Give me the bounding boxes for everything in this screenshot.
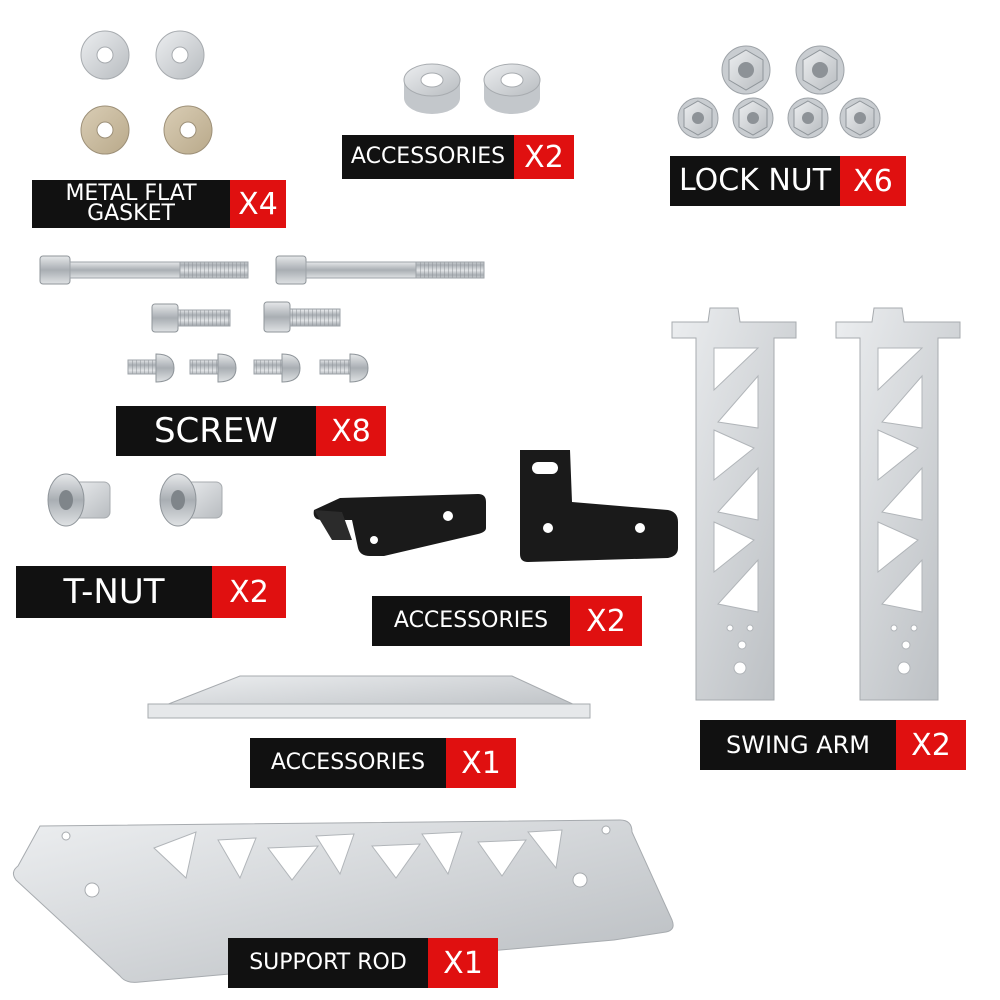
label-name: ACCESSORIES [342, 135, 514, 179]
label-name: T-NUT [16, 566, 212, 618]
metal-flat-gasket-label: METAL FLAT GASKET X4 [32, 180, 286, 228]
bolt-icon [127, 353, 175, 383]
bracket-icon [520, 450, 678, 562]
accessories-bracket-label: ACCESSORIES X2 [372, 596, 642, 646]
t-nut-icon [159, 473, 223, 527]
label-name-line2: GASKET [87, 201, 175, 226]
flange-nut-icon [787, 97, 829, 139]
spacer-icon [403, 63, 461, 114]
label-qty: X8 [316, 406, 386, 456]
accessories-spacer-label: ACCESSORIES X2 [342, 135, 574, 179]
t-nut-label: T-NUT X2 [16, 566, 286, 618]
t-nut-icon [47, 473, 111, 527]
flange-nut-icon [677, 97, 719, 139]
bracket-icon [313, 494, 486, 556]
bolt-icon [275, 255, 485, 285]
bolt-icon [319, 353, 369, 383]
label-name: SCREW [116, 406, 316, 456]
label-qty: X2 [212, 566, 286, 618]
bolt-icon [263, 301, 341, 333]
label-name: ACCESSORIES [372, 596, 570, 646]
support-rod-icon [12, 819, 674, 983]
label-qty: X6 [840, 156, 906, 206]
flat-washer-icon [80, 30, 130, 80]
flat-washer-icon [80, 105, 130, 155]
lock-nut-label: LOCK NUT X6 [670, 156, 906, 206]
support-rod-label: SUPPORT ROD X1 [228, 938, 498, 988]
swing-arm-icon [671, 307, 797, 701]
flange-nut-icon [732, 97, 774, 139]
swing-arm-icon [835, 307, 961, 701]
label-name: SUPPORT ROD [228, 938, 428, 988]
bolt-icon [39, 255, 249, 285]
label-qty: X4 [230, 180, 286, 228]
screw-label: SCREW X8 [116, 406, 386, 456]
label-qty: X1 [428, 938, 498, 988]
flat-washer-icon [163, 105, 213, 155]
label-qty: X2 [570, 596, 642, 646]
bolt-icon [189, 353, 237, 383]
bolt-icon [151, 303, 231, 333]
label-name-line1: METAL FLAT [65, 181, 197, 206]
label-qty: X2 [514, 135, 574, 179]
flange-nut-icon [721, 45, 771, 95]
label-qty: X2 [896, 720, 966, 770]
flange-nut-icon [795, 45, 845, 95]
swing-arm-label: SWING ARM X2 [700, 720, 966, 770]
label-qty: X1 [446, 738, 516, 788]
bolt-icon [253, 353, 301, 383]
label-name: LOCK NUT [670, 156, 840, 206]
accessories-bar-label: ACCESSORIES X1 [250, 738, 516, 788]
label-name: METAL FLAT GASKET [32, 180, 230, 228]
spacer-icon [483, 63, 541, 114]
flange-nut-icon [839, 97, 881, 139]
label-name: ACCESSORIES [250, 738, 446, 788]
flat-washer-icon [155, 30, 205, 80]
accessory-bar-icon [147, 675, 591, 719]
label-name: SWING ARM [700, 720, 896, 770]
